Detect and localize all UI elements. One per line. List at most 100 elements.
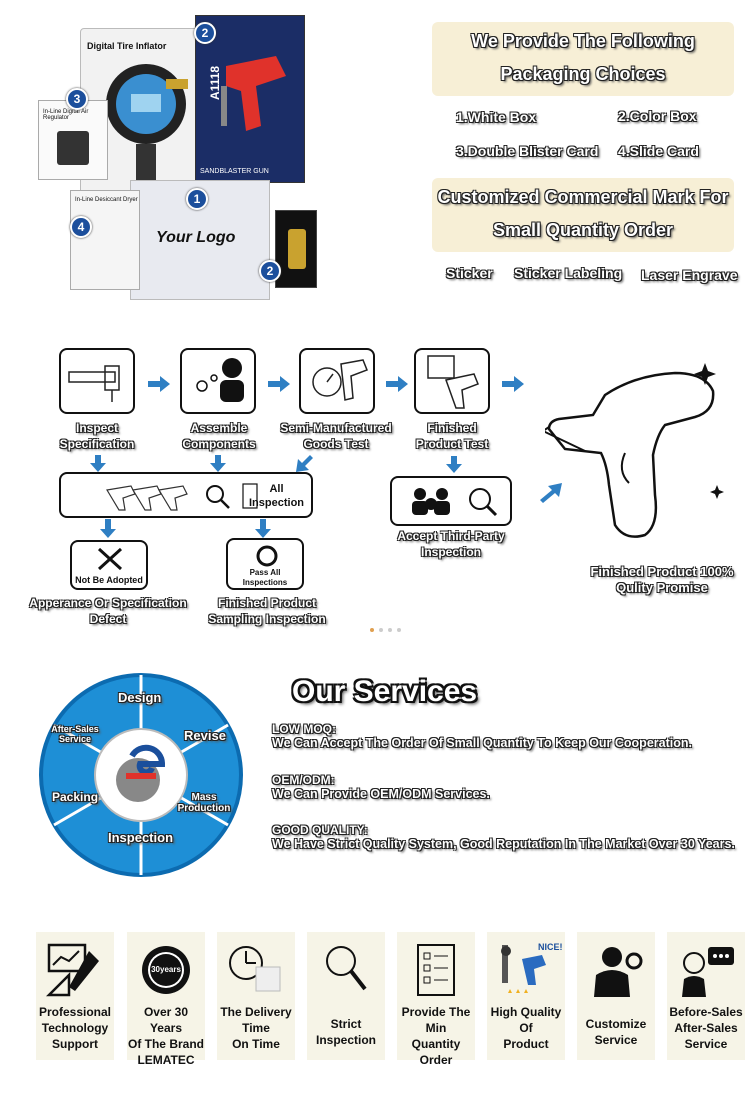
checklist-icon	[406, 940, 466, 1000]
support-headset-icon	[676, 940, 736, 1000]
sandblaster-box: A1118 SANDBLASTER GUN	[195, 15, 305, 183]
quality-products-icon: NICE!	[496, 940, 563, 1000]
wheel-inspection: Inspection	[108, 830, 174, 845]
regulator-label: In-Line Digital Air Regulator	[43, 109, 89, 121]
sandblaster-label: SANDBLASTER GUN	[200, 168, 269, 175]
ft-6-1: Service	[594, 1033, 638, 1047]
third-party-box	[390, 476, 512, 526]
mark-title-line1: Customized Commercial Mark For	[437, 187, 729, 207]
your-logo-text: Your Logo	[156, 229, 236, 246]
badge-1: 1	[186, 188, 208, 210]
moq-head: LOW MOQ:	[272, 722, 336, 736]
step-inspect-l1: Inspect	[75, 421, 118, 435]
service-wheel	[39, 673, 243, 877]
ft-5-1: Of	[519, 1021, 533, 1035]
badge-30years-text: 30years	[151, 965, 181, 974]
step-assemble-l2: Components	[182, 437, 256, 451]
ft-1-0: Over 30 Years	[143, 1005, 189, 1035]
choice-4: 4.Slide Card	[618, 143, 699, 159]
ft-2-0: The Delivery	[220, 1005, 292, 1019]
mark-option-labeling: Sticker Labeling	[514, 265, 623, 281]
step-assemble-l1: Assemble	[190, 421, 248, 435]
dryer-package: In-Line Desiccant Dryer	[70, 190, 140, 290]
dot-2[interactable]	[379, 628, 383, 632]
step-assemble-box	[180, 348, 256, 414]
ft-4-1: Min	[425, 1021, 447, 1035]
badge-2b: 2	[259, 260, 281, 282]
badge-2: 2	[194, 22, 216, 44]
ft-3-1: Inspection	[315, 1033, 376, 1047]
dot-4[interactable]	[397, 628, 401, 632]
sampling-l2: Sampling Inspection	[208, 612, 326, 626]
service-item-moq: LOW MOQ: We Can Accept The Order Of Smal…	[272, 722, 748, 750]
third-party-icon	[412, 488, 498, 517]
pass-all-text: Pass All Inspections	[228, 568, 302, 588]
mark-option-sticker: Sticker	[446, 265, 493, 281]
step-semi-l2: Goods Test	[303, 437, 369, 451]
guns-inspection-icon	[106, 483, 258, 511]
ft-1-2: LEMATEC	[137, 1053, 195, 1067]
ft-4-2: Quantity Order	[411, 1037, 461, 1067]
step-inspect-box	[59, 348, 135, 414]
ft-3-0: Strict	[330, 1017, 362, 1031]
carousel-dots[interactable]	[370, 628, 410, 632]
color-box-small	[275, 210, 317, 288]
regulator-device	[57, 131, 89, 165]
tire-inflator-label: Digital Tire Inflator	[87, 41, 167, 51]
defect-l1: Apperance Or Specification	[29, 596, 187, 610]
oem-head: OEM/ODM:	[272, 773, 335, 787]
badge-4: 4	[70, 216, 92, 238]
wheel-design: Design	[118, 690, 162, 705]
ft-0-0: Professional	[38, 1005, 112, 1019]
choice-3: 3.Double Blister Card	[456, 143, 599, 159]
all-inspection-l1: All	[269, 483, 284, 495]
ft-5-2: Product	[503, 1037, 549, 1051]
tire-inflator-gauge-icon	[106, 64, 188, 184]
step-semi-box	[299, 348, 375, 414]
inspect-spec-icon	[68, 365, 120, 402]
regulator-gold-icon	[288, 229, 306, 269]
service-item-quality: GOOD QUALITY: We Have Strict Quality Sys…	[272, 823, 748, 851]
oem-text: We Can Provide OEM/ODM Services.	[272, 787, 490, 801]
wheel-mass: Mass Production	[177, 792, 231, 814]
mark-option-laser: Laser Engrave	[641, 267, 738, 283]
reject-x-icon	[97, 547, 123, 571]
step-inspect-l2: Specification	[59, 437, 135, 451]
packaging-choices-banner: We Provide The Following Packaging Choic…	[432, 22, 734, 96]
packaging-title-line2: Packaging Choices	[500, 64, 666, 84]
nice-badge: NICE!	[538, 942, 563, 952]
step-semi-l1: Semi-Manufactured	[280, 421, 392, 435]
ft-0-1: Technology	[41, 1021, 109, 1035]
packaging-title-line1: We Provide The Following	[471, 31, 695, 51]
assemble-icon	[196, 358, 244, 402]
ft-7-1: After-Sales	[674, 1021, 738, 1035]
dot-3[interactable]	[388, 628, 392, 632]
finished-test-icon	[427, 355, 479, 409]
magnifier-icon	[316, 940, 376, 1000]
defect-l2: Defect	[89, 612, 127, 626]
ft-1-1: Of The Brand	[127, 1037, 204, 1051]
services-title: Our Services	[292, 675, 478, 708]
choice-1: 1.White Box	[456, 109, 537, 125]
gauge-test-icon	[312, 359, 368, 401]
not-adopted-text: Not Be Adopted	[75, 575, 143, 585]
30-years-badge-icon: 30years	[136, 940, 196, 1000]
ft-0-2: Support	[52, 1037, 98, 1051]
ft-4-0: Provide The	[401, 1005, 471, 1019]
ft-7-0: Before-Sales	[669, 1005, 743, 1019]
finished-product-gun-icon	[545, 363, 724, 538]
dot-1[interactable]	[370, 628, 374, 632]
